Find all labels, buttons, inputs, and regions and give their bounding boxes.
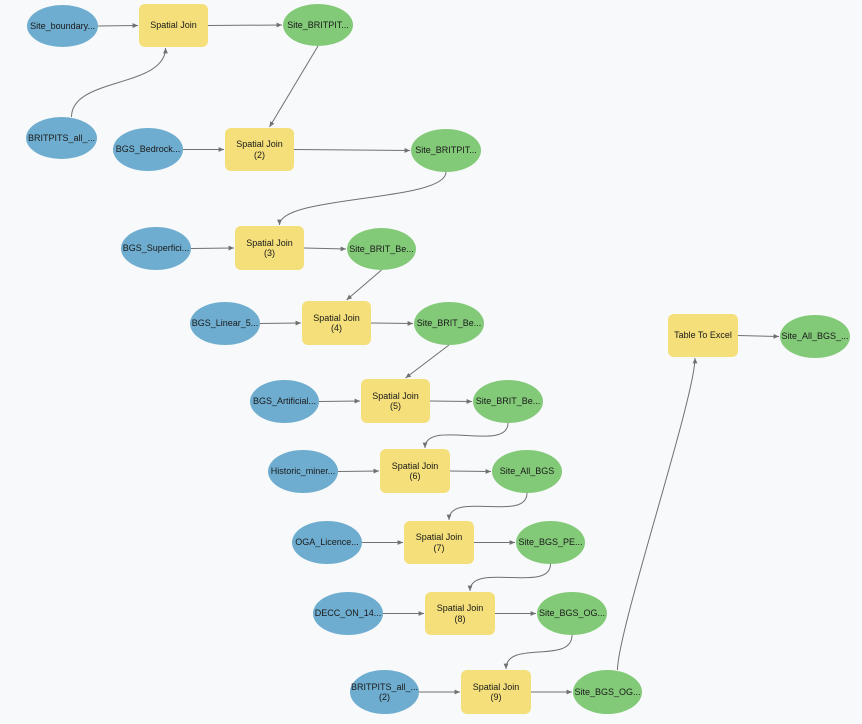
tool-node-spatial-join-8[interactable]: Spatial Join (8): [425, 592, 495, 635]
output-node-site-all-bgs-excel[interactable]: Site_All_BGS_...: [780, 315, 850, 358]
output-node-site-britpit-1[interactable]: Site_BRITPIT...: [283, 4, 353, 46]
connector-in2-to-t1: [71, 47, 168, 118]
connector-out9-to-t10: [617, 357, 698, 671]
output-node-site-brit-be-4[interactable]: Site_BRIT_Be...: [414, 302, 484, 345]
output-node-site-all-bgs[interactable]: Site_All_BGS: [492, 450, 562, 493]
connector-in1-to-t1: [97, 23, 139, 28]
connector-out3-to-t4: [346, 269, 382, 301]
output-node-site-bgs-og-8[interactable]: Site_BGS_OG...: [537, 592, 607, 635]
output-node-site-brit-be-5[interactable]: Site_BRIT_Be...: [473, 380, 543, 423]
tool-node-spatial-join-3[interactable]: Spatial Join (3): [235, 226, 304, 270]
connector-out2-to-t3: [277, 171, 447, 226]
tool-node-table-to-excel[interactable]: Table To Excel: [668, 314, 738, 357]
connector-in7-to-t6: [337, 468, 380, 474]
connector-t4-to-out4: [370, 321, 414, 326]
connector-out8-to-t9: [503, 634, 573, 670]
input-node-oga-licence[interactable]: OGA_Licence...: [292, 521, 362, 564]
connector-t10-to-out10: [737, 333, 780, 339]
connector-t3-to-out3: [303, 246, 347, 252]
input-node-bgs-artificial[interactable]: BGS_Artificial...: [250, 380, 319, 423]
input-node-decc-on[interactable]: DECC_ON_14...: [313, 592, 383, 635]
connector-t1-to-out1: [207, 22, 283, 28]
output-node-site-brit-be-3[interactable]: Site_BRIT_Be...: [347, 228, 416, 270]
input-node-britpits-all[interactable]: BRITPITS_all_...: [26, 117, 97, 159]
input-node-historic-mineral[interactable]: Historic_miner...: [268, 450, 338, 493]
connector-out4-to-t5: [405, 344, 450, 379]
connector-in5-to-t4: [259, 320, 302, 326]
connector-out1-to-t2: [269, 45, 319, 128]
connector-t2-to-out2: [293, 148, 411, 153]
connector-t5-to-out5: [429, 399, 473, 404]
connector-out7-to-t8: [467, 563, 551, 592]
input-node-bgs-linear[interactable]: BGS_Linear_5...: [190, 302, 260, 345]
connector-out6-to-t7: [446, 492, 528, 521]
output-node-site-bgs-og-9[interactable]: Site_BGS_OG...: [573, 670, 642, 714]
connector-in4-to-t3: [190, 245, 235, 251]
tool-node-spatial-join-9[interactable]: Spatial Join (9): [461, 670, 531, 714]
tool-node-spatial-join-4[interactable]: Spatial Join (4): [302, 301, 371, 345]
input-node-britpits-all-2[interactable]: BRITPITS_all_... (2): [350, 670, 419, 714]
tool-node-spatial-join[interactable]: Spatial Join: [139, 4, 208, 47]
input-node-site-boundary[interactable]: Site_boundary...: [27, 5, 98, 47]
connector-out5-to-t6: [422, 422, 509, 449]
connector-in6-to-t5: [318, 398, 361, 404]
tool-node-spatial-join-7[interactable]: Spatial Join (7): [404, 521, 474, 564]
input-node-bgs-superficial[interactable]: BGS_Superfici...: [121, 227, 191, 270]
output-node-site-bgs-pe[interactable]: Site_BGS_PE...: [516, 521, 585, 564]
tool-node-spatial-join-2[interactable]: Spatial Join (2): [225, 128, 294, 171]
tool-node-spatial-join-6[interactable]: Spatial Join (6): [380, 449, 450, 493]
output-node-site-britpit-2[interactable]: Site_BRITPIT...: [411, 129, 481, 172]
input-node-bgs-bedrock[interactable]: BGS_Bedrock...: [113, 128, 183, 171]
connector-t6-to-out6: [449, 469, 492, 474]
tool-node-spatial-join-5[interactable]: Spatial Join (5): [361, 379, 430, 423]
